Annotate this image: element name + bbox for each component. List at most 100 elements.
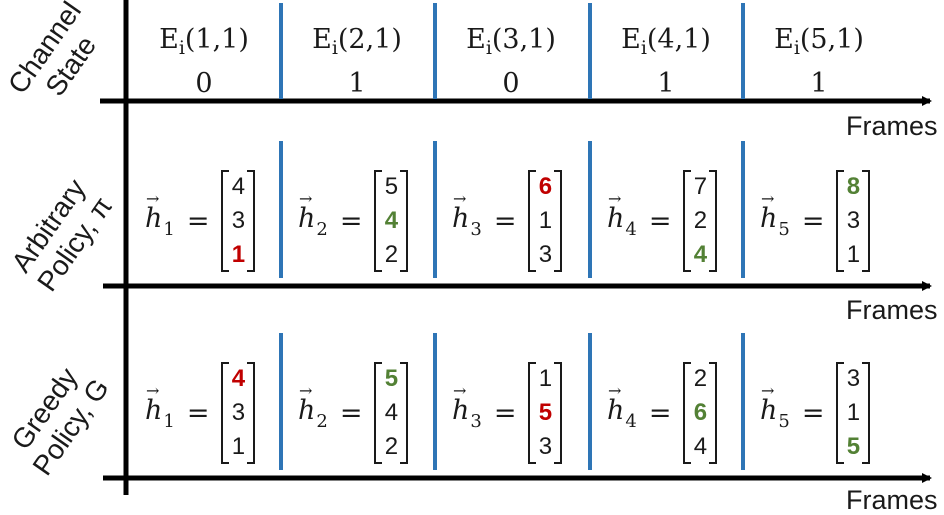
channel-state-value: 1 [348, 68, 366, 99]
right-bracket [400, 170, 409, 272]
column-vector: 8 3 1 [836, 170, 871, 272]
vector-arrow-icon: → [146, 188, 160, 208]
vector-arrow-icon: → [608, 188, 622, 208]
vector-equation: →h1 = 4 3 1 [145, 362, 256, 464]
left-bracket [374, 362, 383, 464]
left-bracket [528, 362, 537, 464]
vector-entry: 5 [384, 365, 399, 392]
vector-symbol: →h2 [298, 380, 328, 432]
vector-entry: 1 [538, 207, 553, 234]
left-bracket [683, 362, 692, 464]
channel-state-cell: Ei(3,1)0 [436, 22, 586, 102]
vector-symbol: →h4 [607, 188, 637, 240]
vector-arrow-icon: → [299, 188, 313, 208]
vector-entry: 4 [693, 433, 708, 460]
vector-entry: 3 [538, 241, 553, 268]
vector-symbol: →h5 [760, 380, 790, 432]
right-bracket [554, 362, 563, 464]
vector-entry: 1 [846, 399, 861, 426]
right-bracket [862, 362, 871, 464]
vector-entry: 1 [231, 241, 246, 268]
channel-state-expression: Ei(3,1) [466, 24, 556, 59]
vector-entry: 5 [846, 433, 861, 460]
vector-entry: 5 [384, 173, 399, 200]
vector-symbol: →h3 [452, 380, 482, 432]
equals-sign: = [339, 397, 363, 429]
left-bracket [374, 170, 383, 272]
vector-entry: 8 [846, 173, 861, 200]
left-bracket [836, 170, 845, 272]
vector-arrow-icon: → [453, 188, 467, 208]
vector-entry: 2 [384, 433, 399, 460]
channel-state-expression: Ei(1,1) [159, 24, 249, 59]
frames-axis-label: Frames [846, 111, 938, 141]
channel-state-cell: Ei(5,1) 1 [744, 22, 894, 102]
column-vector: 5 4 2 [374, 170, 409, 272]
vector-entry: 2 [693, 207, 708, 234]
right-bracket [862, 170, 871, 272]
vector-entry: 4 [231, 173, 246, 200]
vector-entry: 6 [538, 173, 553, 200]
vector-arrow-icon: → [146, 380, 160, 400]
vector-entry: 7 [693, 173, 708, 200]
vector-entry: 6 [693, 399, 708, 426]
equals-sign: = [801, 397, 825, 429]
vector-entry: 1 [538, 365, 553, 392]
vector-entry: 3 [231, 399, 246, 426]
vector-entry: 2 [384, 241, 399, 268]
vector-arrow-icon: → [299, 380, 313, 400]
channel-state-value: 0 [195, 68, 213, 99]
vector-arrow-icon: → [453, 380, 467, 400]
frames-axis-label: Frames [846, 485, 938, 515]
column-vector: 6 1 3 [528, 170, 563, 272]
vector-symbol: →h1 [145, 380, 175, 432]
left-bracket [836, 362, 845, 464]
vector-entry: 1 [231, 433, 246, 460]
vector-entry: 5 [538, 399, 553, 426]
equals-sign: = [186, 205, 210, 237]
frames-axis-label: Frames [846, 295, 938, 325]
vector-arrow-icon: → [761, 188, 775, 208]
channel-state-value: 1 [810, 68, 828, 99]
equals-sign: = [493, 397, 517, 429]
vector-entry: 1 [846, 241, 861, 268]
left-bracket [221, 362, 230, 464]
equals-sign: = [493, 205, 517, 237]
vector-entry: 4 [231, 365, 246, 392]
vector-entry: 3 [846, 207, 861, 234]
channel-state-cell: Ei(1,1) 0 [129, 22, 279, 102]
channel-state-expression: Ei(5,1) [774, 24, 864, 59]
vector-symbol: →h5 [760, 188, 790, 240]
vector-symbol: →h4 [607, 380, 637, 432]
equals-sign: = [186, 397, 210, 429]
equals-sign: = [648, 205, 672, 237]
frame-dividers [279, 3, 745, 470]
vector-entry: 3 [846, 365, 861, 392]
channel-state-value: 1 [657, 68, 675, 99]
left-bracket [528, 170, 537, 272]
vector-arrow-icon: → [608, 380, 622, 400]
right-bracket [400, 362, 409, 464]
channel-state-cell: Ei(4,1) 1 [591, 22, 741, 102]
vector-arrow-icon: → [761, 380, 775, 400]
channel-state-expression: Ei(4,1) [621, 24, 711, 59]
equals-sign: = [648, 397, 672, 429]
vector-entry: 4 [384, 207, 399, 234]
left-bracket [683, 170, 692, 272]
left-bracket [221, 170, 230, 272]
vector-equation: →h5 = 3 1 5 [760, 362, 871, 464]
column-vector: 4 3 1 [221, 362, 256, 464]
